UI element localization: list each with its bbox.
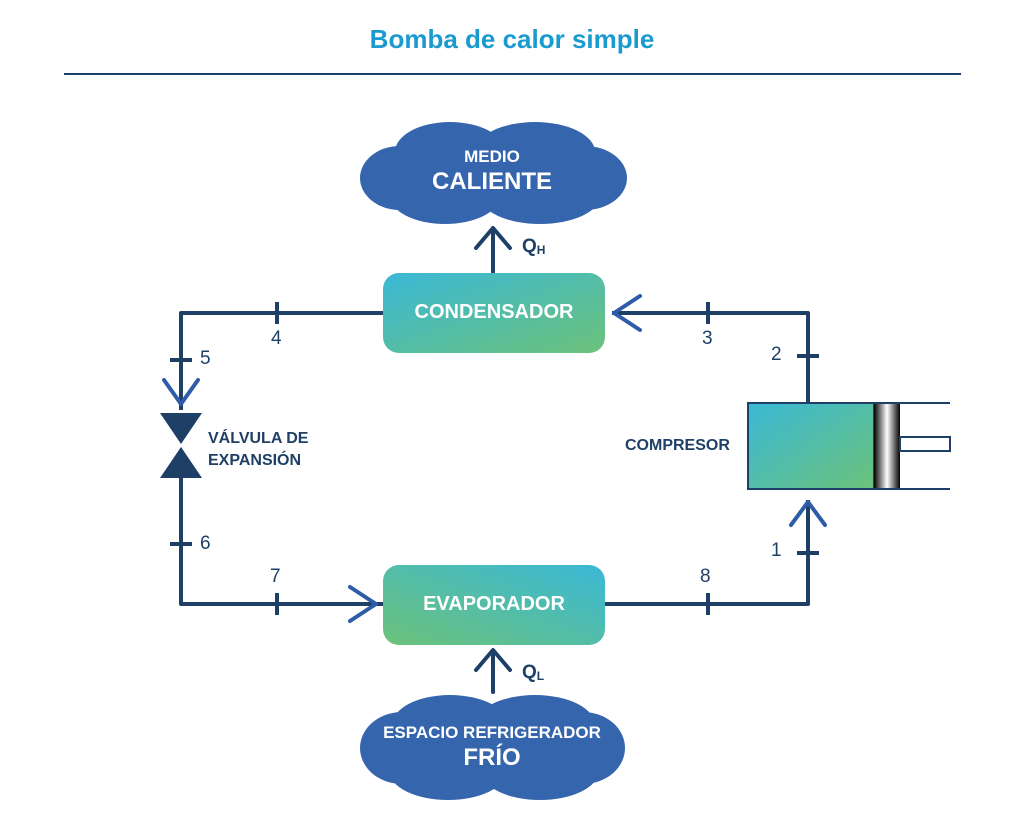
ql-letter: Q	[522, 662, 537, 683]
arrow-down-to-valve-icon	[162, 378, 200, 406]
qh-arrow-icon	[474, 226, 512, 250]
refrigerant-loop	[179, 311, 810, 606]
compressor-icon	[747, 402, 951, 490]
point-1-label: 1	[771, 540, 782, 561]
heat-arrows	[474, 226, 512, 694]
point-3-label: 3	[702, 328, 713, 349]
hot-medium-label: MEDIO CALIENTE	[392, 147, 592, 196]
hot-medium-line2: CALIENTE	[432, 168, 552, 195]
condenser-label: CONDENSADOR	[414, 301, 574, 323]
valve-line1: VÁLVULA DE	[208, 430, 309, 447]
valve-label: VÁLVULA DE EXPANSIÓN	[208, 428, 308, 472]
point-4-label: 4	[271, 328, 282, 349]
flow-arrows	[162, 294, 827, 623]
ql-arrow-icon	[474, 648, 512, 672]
point-8-label: 8	[700, 566, 711, 587]
qh-subscript: H	[536, 243, 546, 257]
arrow-into-evaporator-icon	[348, 585, 378, 623]
cold-space-line1: ESPACIO REFRIGERADOR	[383, 723, 601, 742]
hot-medium-line1: MEDIO	[464, 147, 520, 166]
point-6-label: 6	[200, 533, 211, 554]
state-point-ticks	[170, 302, 819, 615]
cold-space-line2: FRÍO	[463, 744, 521, 771]
arrow-into-compressor-icon	[789, 500, 827, 527]
page-title: Bomba de calor simple	[369, 24, 655, 54]
heat-in-label: QL	[522, 662, 544, 684]
ql-subscript: L	[536, 669, 545, 683]
cold-space-cloud	[360, 695, 625, 800]
compressor-label: COMPRESOR	[625, 437, 730, 454]
point-7-label: 7	[270, 566, 281, 587]
arrow-into-condenser-icon	[612, 294, 642, 332]
expansion-valve-icon	[160, 413, 202, 478]
evaporator-label: EVAPORADOR	[423, 593, 565, 615]
hot-medium-cloud	[360, 122, 627, 224]
qh-letter: Q	[522, 236, 537, 257]
valve-line2: EXPANSIÓN	[208, 452, 302, 469]
cold-space-label: ESPACIO REFRIGERADOR FRÍO	[352, 723, 632, 772]
point-5-label: 5	[200, 348, 211, 369]
condenser-box	[383, 273, 605, 353]
heat-out-label: QH	[522, 236, 545, 258]
evaporator-box	[383, 565, 605, 645]
point-2-label: 2	[771, 344, 782, 365]
title-divider	[64, 73, 961, 75]
